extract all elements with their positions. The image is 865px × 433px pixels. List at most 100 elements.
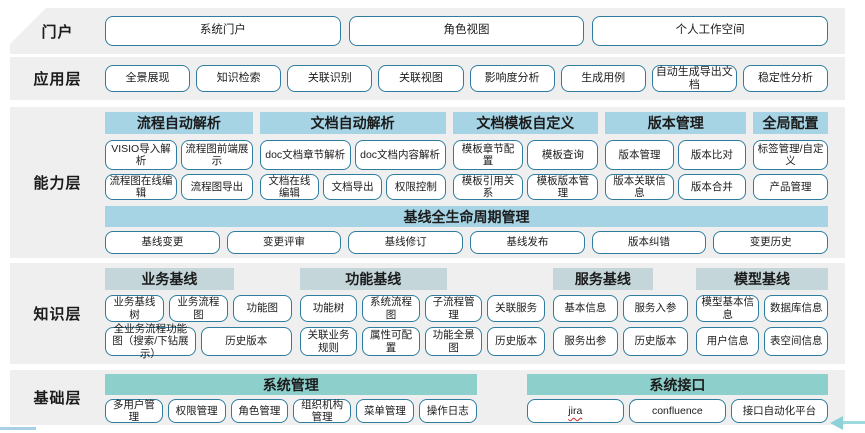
diagram-node: 版本关联信息	[605, 174, 674, 200]
column-header: 业务基线	[105, 268, 234, 290]
diagram-node: 变更评审	[226, 231, 342, 254]
diagram-node: 流程图在线编辑	[105, 174, 177, 200]
diagram-node: 菜单管理	[356, 399, 414, 423]
left-arrow-line-decoration	[839, 421, 865, 424]
capability-column-template-custom: 文档模板自定义 模板章节配置 模板查询 模板引用关系 模板版本管理	[452, 112, 599, 200]
diagram-node: 功能树	[299, 295, 358, 322]
diagram-node: 产品管理	[753, 174, 828, 200]
baseline-lifecycle-header: 基线全生命周期管理	[105, 206, 828, 227]
diagram-node: 版本合并	[677, 174, 747, 200]
diagram-node: 基线发布	[470, 231, 585, 254]
layer-portal-content: 系统门户 角色视图 个人工作空间	[105, 8, 845, 54]
layer-knowledge-content: 业务基线 业务基线树 业务流程图 功能图 全业务流程功能图（搜索/下钻展示） 历…	[105, 263, 845, 364]
layer-foundation: 基础层 系统管理 多用户管理 权限管理 角色管理 组织机构管理 菜单管理 操作日…	[10, 370, 845, 425]
diagram-node: 流程图前端展示	[180, 140, 253, 170]
capability-columns: 流程自动解析 VISIO导入解析 流程图前端展示 流程图在线编辑 流程图导出 文…	[105, 112, 828, 200]
diagram-node: 自动生成导出文档	[651, 65, 737, 92]
diagram-node: 系统流程图	[362, 295, 420, 322]
diagram-node: 系统门户	[105, 16, 341, 46]
diagram-node: 基线变更	[105, 231, 220, 254]
knowledge-column-function-baseline: 功能基线 功能树 系统流程图 子流程管理 关联服务 关联业务规则 属性可配置 功…	[299, 268, 545, 356]
diagram-node: 模板版本管理	[527, 174, 599, 200]
layer-knowledge-label: 知识层	[33, 306, 82, 323]
knowledge-column-service-baseline: 服务基线 基本信息 服务入参 服务出参 历史版本	[552, 268, 688, 356]
diagram-node: 生成用例	[560, 65, 646, 92]
layer-capability: 能力层 流程自动解析 VISIO导入解析 流程图前端展示 流程图在线编辑 流程图…	[10, 107, 845, 258]
layer-capability-content: 流程自动解析 VISIO导入解析 流程图前端展示 流程图在线编辑 流程图导出 文…	[105, 107, 845, 258]
diagram-node: 功能全景图	[424, 327, 483, 356]
diagram-node: 多用户管理	[105, 399, 163, 423]
diagram-node: 版本比对	[677, 140, 747, 170]
diagram-node: 变更历史	[713, 231, 829, 254]
column-header: 文档自动解析	[259, 112, 446, 134]
diagram-node: 组织机构管理	[293, 399, 352, 423]
column-header: 全局配置	[753, 112, 828, 134]
diagram-node: 历史版本	[487, 327, 545, 356]
diagram-node: 数据库信息	[764, 295, 829, 322]
layer-capability-label: 能力层	[33, 175, 82, 192]
foundation-group-system-interface: 系统接口 jira confluence 接口自动化平台	[526, 374, 828, 425]
diagram-node: 全景展现	[105, 65, 191, 92]
diagram-node: doc文档内容解析	[354, 140, 446, 170]
diagram-node: 操作日志	[418, 399, 477, 423]
diagram-node: 知识检索	[196, 65, 282, 92]
foundation-group-spacer	[477, 374, 527, 425]
capability-column-process-parse: 流程自动解析 VISIO导入解析 流程图前端展示 流程图在线编辑 流程图导出	[105, 112, 253, 200]
knowledge-column-business-baseline: 业务基线 业务基线树 业务流程图 功能图 全业务流程功能图（搜索/下钻展示） 历…	[105, 268, 292, 360]
diagram-node: 服务入参	[622, 295, 688, 322]
diagram-node: 历史版本	[622, 327, 688, 356]
capability-column-doc-parse: 文档自动解析 doc文档章节解析 doc文档内容解析 文档在线编辑 文档导出 权…	[259, 112, 446, 200]
capability-column-version-mgmt: 版本管理 版本管理 版本比对 版本关联信息 版本合并	[605, 112, 747, 200]
column-header: 文档模板自定义	[452, 112, 599, 134]
diagram-node: 稳定性分析	[742, 65, 828, 92]
diagram-node: jira	[526, 399, 624, 423]
diagram-node: 版本管理	[605, 140, 674, 170]
layer-application: 应用层 全景展现 知识检索 关联识别 关联视图 影响度分析 生成用例 自动生成导…	[10, 57, 845, 100]
bottom-left-line-decoration	[0, 427, 36, 430]
diagram-node: 影响度分析	[469, 65, 555, 92]
column-header: 服务基线	[552, 268, 653, 290]
diagram-node: 基线修订	[348, 231, 464, 254]
diagram-node: 模板引用关系	[452, 174, 524, 200]
diagram-node: doc文档章节解析	[259, 140, 351, 170]
corner-cut-decoration	[10, 8, 46, 44]
layer-knowledge: 知识层 业务基线 业务基线树 业务流程图 功能图 全业务流程功能图（搜索/下钻展…	[10, 263, 845, 364]
diagram-node: 角色管理	[230, 399, 289, 423]
foundation-group-system-mgmt: 系统管理 多用户管理 权限管理 角色管理 组织机构管理 菜单管理 操作日志	[105, 374, 477, 425]
diagram-node: 模型基本信息	[695, 295, 760, 322]
diagram-node: 关联业务规则	[299, 327, 358, 356]
knowledge-column-model-baseline: 模型基线 模型基本信息 数据库信息 用户信息 表空间信息	[695, 268, 829, 356]
group-header: 系统接口	[526, 374, 828, 395]
layer-foundation-label: 基础层	[33, 390, 82, 407]
diagram-node: 版本纠错	[591, 231, 707, 254]
layer-portal: 门户 系统门户 角色视图 个人工作空间	[10, 8, 845, 54]
layer-application-label: 应用层	[33, 71, 82, 88]
diagram-node: 权限控制	[386, 174, 446, 200]
diagram-node: 表空间信息	[764, 327, 829, 356]
diagram-node: 全业务流程功能图（搜索/下钻展示）	[105, 323, 196, 360]
diagram-node: 历史版本	[200, 327, 292, 356]
diagram-node: 接口自动化平台	[730, 399, 828, 423]
diagram-node: 子流程管理	[424, 295, 483, 322]
diagram-node: 关联服务	[487, 295, 545, 322]
diagram-node: 属性可配置	[362, 327, 420, 356]
diagram-node: 功能图	[232, 295, 292, 322]
diagram-node: 用户信息	[695, 327, 760, 356]
diagram-node: 服务出参	[552, 327, 618, 356]
capability-column-global-config: 全局配置 标签管理/自定义 产品管理	[753, 112, 828, 200]
diagram-node: 模板查询	[527, 140, 599, 170]
diagram-node: 流程图导出	[180, 174, 253, 200]
diagram-node: 关联识别	[287, 65, 373, 92]
column-header: 功能基线	[299, 268, 447, 290]
baseline-lifecycle-row: 基线变更 变更评审 基线修订 基线发布 版本纠错 变更历史	[105, 231, 829, 254]
knowledge-columns: 业务基线 业务基线树 业务流程图 功能图 全业务流程功能图（搜索/下钻展示） 历…	[105, 268, 829, 360]
diagram-node: VISIO导入解析	[105, 140, 177, 170]
diagram-node: confluence	[628, 399, 726, 423]
diagram-node: 角色视图	[348, 16, 585, 46]
diagram-node: 模板章节配置	[452, 140, 524, 170]
layer-application-content: 全景展现 知识检索 关联识别 关联视图 影响度分析 生成用例 自动生成导出文档 …	[105, 57, 845, 100]
diagram-node: 文档在线编辑	[259, 174, 320, 200]
diagram-node: 基本信息	[552, 295, 618, 322]
diagram-node: 文档导出	[323, 174, 383, 200]
